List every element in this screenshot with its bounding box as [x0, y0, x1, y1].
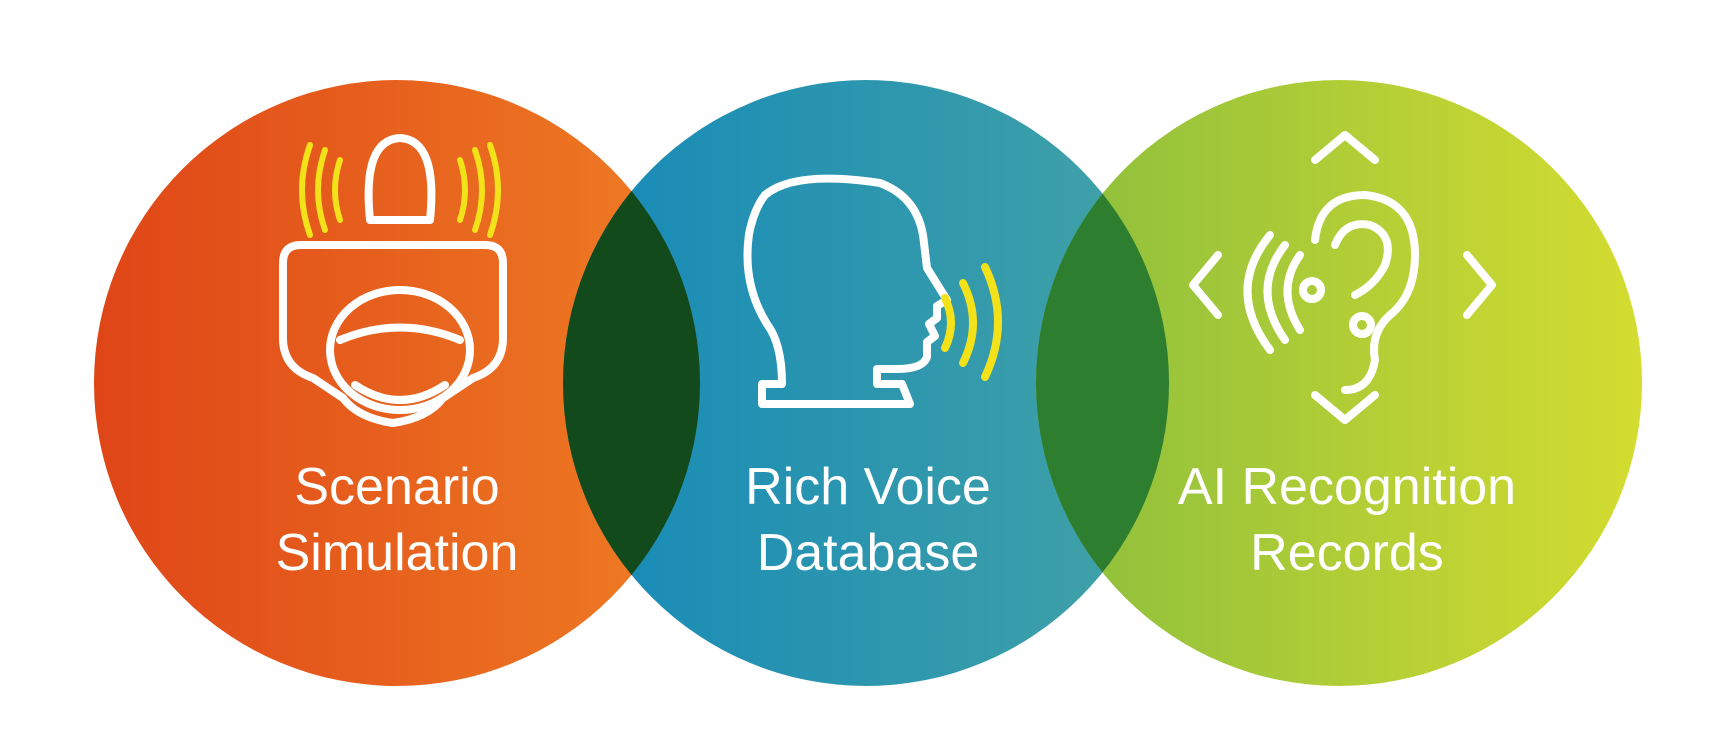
label-rich-voice-database: Rich Voice Database: [658, 454, 1078, 586]
circle-rich-voice-database: [563, 80, 1169, 686]
speaking-head-icon: [743, 174, 1002, 408]
driver-steering-wheel-icon: [279, 134, 507, 427]
label-line2: Simulation: [275, 524, 519, 582]
label-line2: Records: [1250, 524, 1444, 582]
circle-scenario-simulation: [94, 80, 700, 686]
label-ai-recognition-records: AI Recognition Records: [1137, 454, 1557, 586]
ear-recognition-icon: [1189, 131, 1496, 424]
label-line1: AI Recognition: [1177, 458, 1517, 516]
label-line1: Rich Voice: [745, 458, 991, 516]
label-line2: Database: [756, 524, 980, 582]
circle-ai-recognition-records: [1036, 80, 1642, 686]
label-scenario-simulation: Scenario Simulation: [187, 454, 607, 586]
label-line1: Scenario: [294, 458, 500, 516]
